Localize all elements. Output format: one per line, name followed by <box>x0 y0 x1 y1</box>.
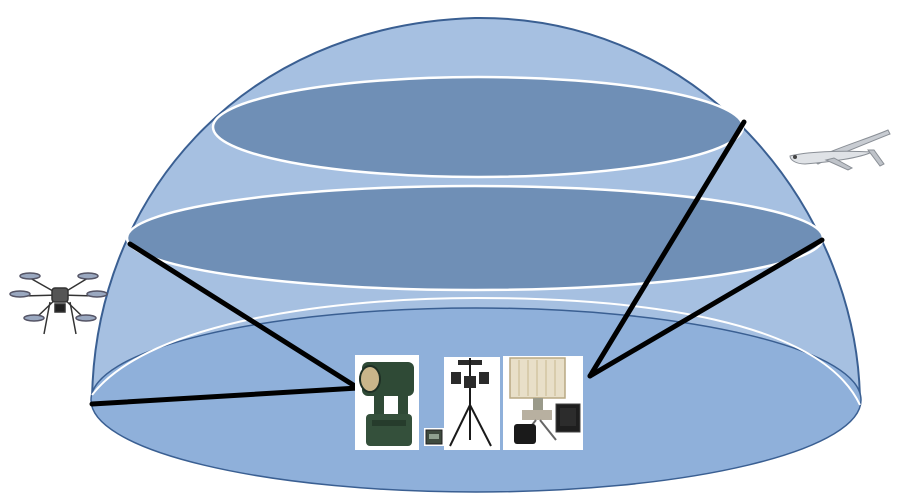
fixed-wing-uav <box>789 129 891 171</box>
radar-icon <box>509 357 581 444</box>
radar-panel <box>503 356 583 450</box>
electro-optical-turret <box>355 355 419 450</box>
upper-altitude-ring <box>211 75 745 179</box>
multirotor-drone <box>9 272 108 335</box>
multirotor-drone-icon <box>9 272 108 335</box>
beam-line-left-lower <box>89 385 361 407</box>
df-tripod-icon <box>449 358 492 447</box>
beam-line-right-lower <box>587 237 825 379</box>
beam-line-right-upper <box>587 119 747 379</box>
middle-altitude-ring <box>125 184 825 292</box>
control-box <box>424 428 444 446</box>
ground-ellipse-rim <box>91 296 861 406</box>
beam-line-left-upper <box>127 241 361 391</box>
beam-lines <box>89 119 825 407</box>
fixed-wing-uav-icon <box>789 129 891 171</box>
direction-finder-antenna <box>444 357 500 450</box>
eo-turret-icon <box>359 362 414 446</box>
